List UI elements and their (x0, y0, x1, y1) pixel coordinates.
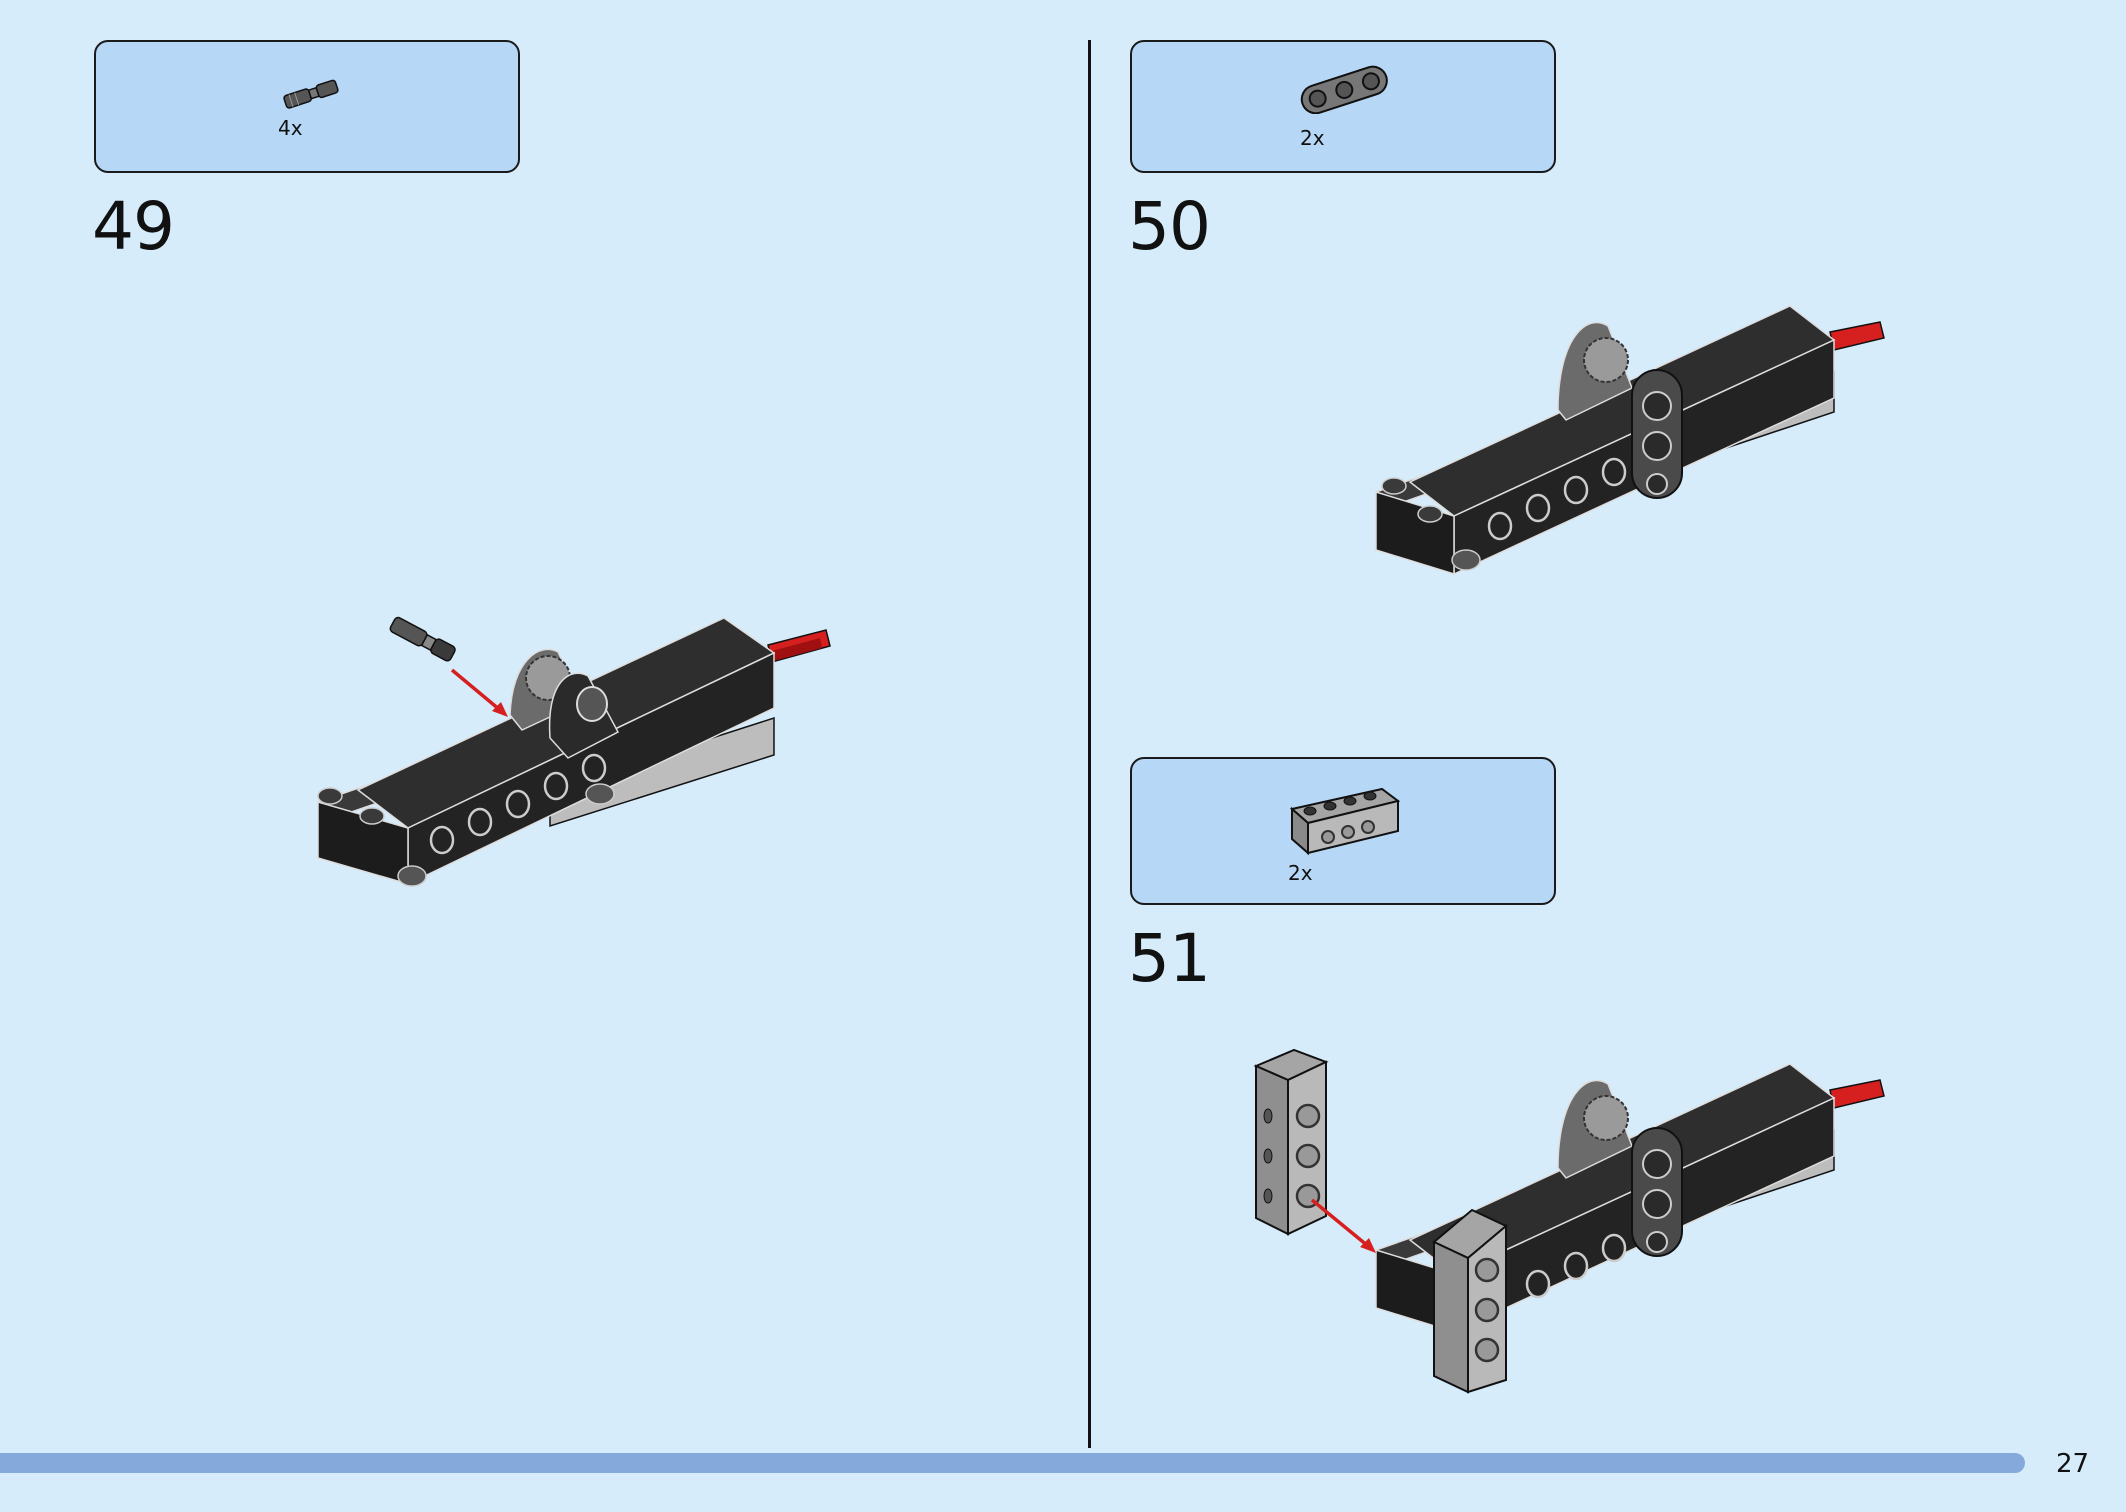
step-49-assembly-illustration (316, 616, 831, 887)
step-50-assembly-illustration (1374, 305, 1885, 576)
step-51-assembly-illustration (1253, 1048, 1885, 1394)
part-quantity: 4x (278, 116, 303, 140)
page-divider (1088, 40, 1091, 1448)
beam-3-icon (1300, 65, 1388, 114)
step-number: 51 (1128, 920, 1211, 997)
parts-callout-step-49: 4x (94, 40, 520, 173)
footer-progress-bar (0, 1453, 2025, 1473)
parts-callout-step-51: 2x (1130, 757, 1556, 905)
part-quantity: 2x (1300, 126, 1325, 150)
axle-pin-icon (283, 79, 339, 109)
part-quantity: 2x (1288, 861, 1313, 885)
technic-brick-1x4-icon (1289, 787, 1401, 856)
step-number: 49 (92, 188, 175, 265)
step-number: 50 (1128, 188, 1211, 265)
page-number: 27 (2056, 1449, 2090, 1479)
parts-callout-step-50: 2x (1130, 40, 1556, 173)
